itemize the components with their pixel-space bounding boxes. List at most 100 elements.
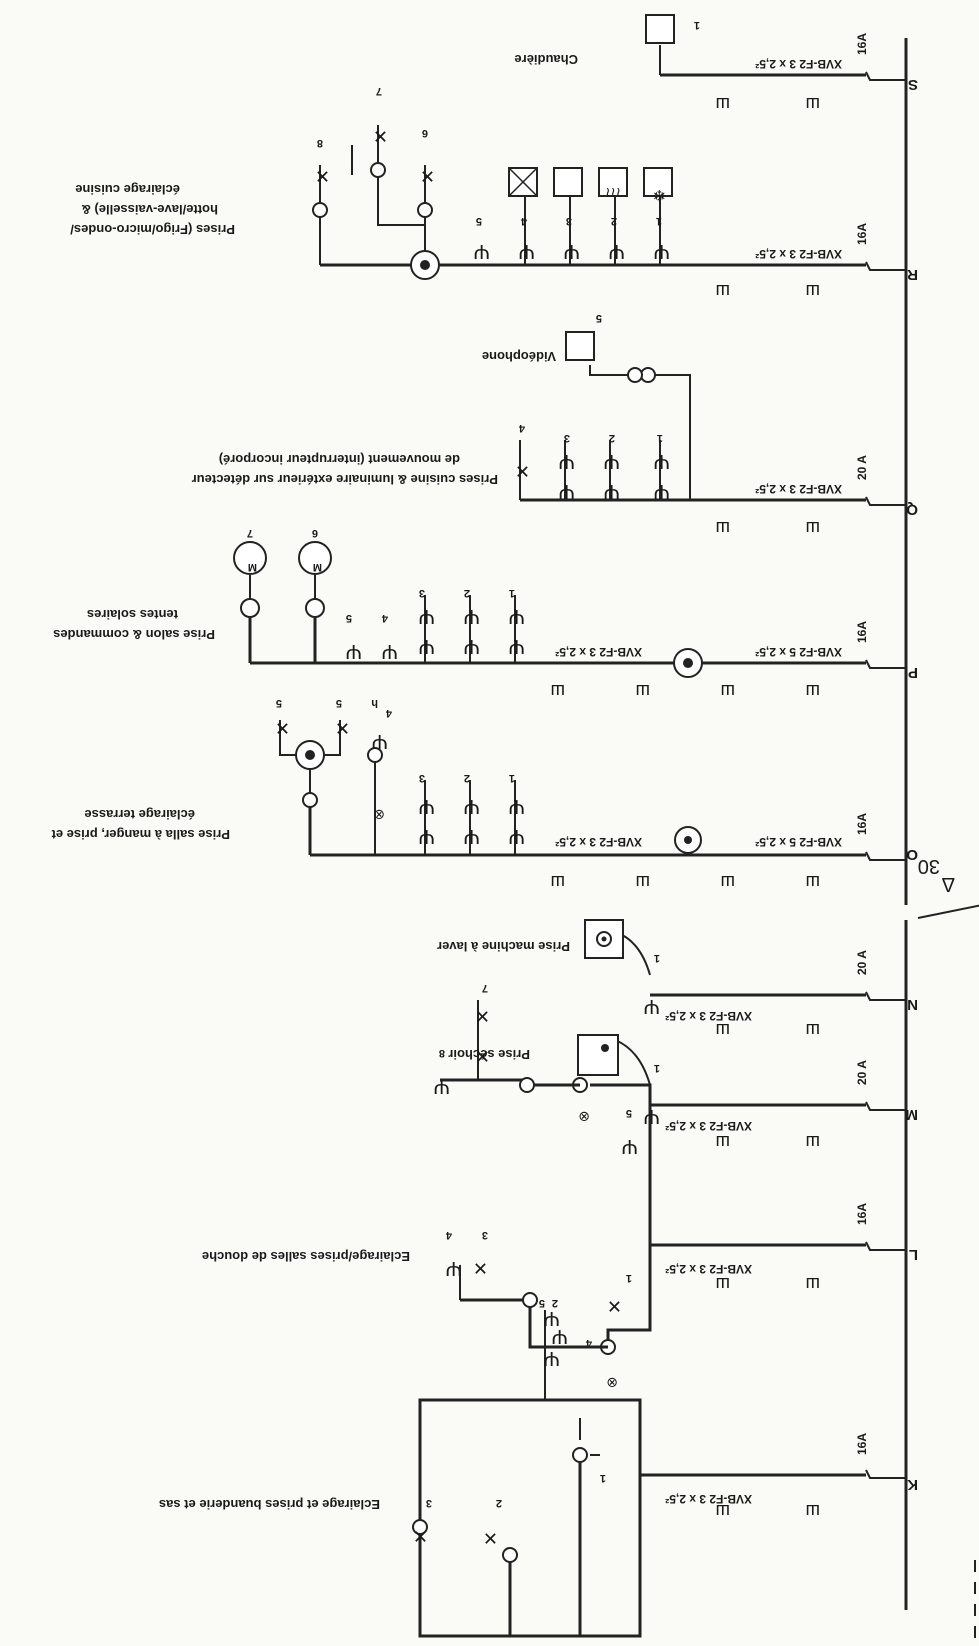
svg-text:ш: ш [636, 872, 650, 892]
circuit-S: S 16A XVB-F2 3 x 2,5² ш ш 1 Chaudière [514, 14, 918, 114]
svg-text:Ψ: Ψ [418, 635, 435, 657]
cable-N: XVB-F2 3 x 2,5² [665, 1009, 752, 1023]
desc-S: Chaudière [514, 52, 578, 67]
svg-text:ш: ш [716, 518, 730, 538]
svg-text:ш: ш [716, 94, 730, 114]
svg-text:4: 4 [585, 1337, 592, 1349]
desc-O-line2: éclairage terrasse [84, 807, 195, 822]
svg-text:⊗: ⊗ [606, 1375, 618, 1391]
svg-text:Ψ: Ψ [418, 825, 435, 847]
svg-text:2: 2 [609, 432, 615, 444]
videophone-label: Vidéophone [482, 349, 556, 364]
rcd-rating: 30 [918, 855, 940, 877]
desc-Q-line1: Prises cuisine & luminaire extérieur sur… [192, 472, 498, 487]
svg-text:Ψ: Ψ [563, 240, 580, 262]
svg-text:Ψ: Ψ [558, 450, 575, 472]
svg-text:ш: ш [806, 681, 820, 701]
svg-text:6: 6 [422, 127, 428, 139]
svg-text:Ψ: Ψ [608, 240, 625, 262]
svg-text:M: M [313, 561, 322, 573]
breaker-N: 20 A [855, 950, 869, 975]
motor-icon [298, 541, 332, 575]
svg-text:Ψ: Ψ [418, 795, 435, 817]
breaker-P: 16A [855, 621, 869, 643]
svg-text:M: M [248, 561, 257, 573]
breaker-K: 16A [855, 1433, 869, 1455]
svg-text:ш: ш [806, 518, 820, 538]
cable-O: XVB-F2 5 x 2,5² [755, 835, 842, 849]
cable-Q: XVB-F2 3 x 2,5² [755, 482, 842, 496]
svg-text:ш: ш [716, 1020, 730, 1040]
circuit-R: R 16A XVB-F2 3 x 2,5² ш ш Ψ Ψ Ψ Ψ Ψ ❄ ≀≀… [70, 85, 918, 301]
desc-R-line1: Prises (Frigo/micro-ondes/ [70, 222, 235, 237]
svg-text:Ψ: Ψ [518, 240, 535, 262]
desc-O-line1: Prise salla à manger, prise et [51, 827, 230, 842]
svg-text:Ψ: Ψ [508, 795, 525, 817]
svg-text:3: 3 [482, 1229, 488, 1241]
fridge-icon [643, 167, 673, 197]
circuit-id-Q: Q [906, 501, 918, 518]
circuit-O: O 16A XVB-F2 5 x 2,5² XVB-F2 3 x 2,5² ш … [51, 697, 918, 892]
desc-R-line2: hotte/lave-vaisselle) & [81, 202, 218, 217]
dryer-socket-icon [577, 1034, 619, 1076]
svg-text:✕: ✕ [483, 1528, 498, 1548]
svg-text:5: 5 [276, 697, 282, 709]
svg-text:Ψ: Ψ [371, 730, 388, 752]
svg-text:4: 4 [445, 1229, 452, 1241]
svg-text:✕: ✕ [373, 126, 388, 146]
desc-L: Eclairage/prises salles de douche [202, 1249, 410, 1264]
svg-text:Ψ: Ψ [463, 825, 480, 847]
videophone-icon [565, 331, 595, 361]
svg-text:3: 3 [564, 432, 570, 444]
svg-text:6: 6 [312, 527, 318, 539]
cable2-P: XVB-F2 3 x 2,5² [555, 645, 642, 659]
cable-K: XVB-F2 3 x 2,5² [665, 1492, 752, 1506]
svg-text:2: 2 [464, 772, 470, 784]
rcd-delta: Δ [942, 873, 955, 895]
svg-text:ш: ш [716, 1132, 730, 1152]
svg-text:✕: ✕ [607, 1296, 622, 1316]
svg-text:✕: ✕ [475, 1006, 490, 1026]
svg-text:2: 2 [611, 215, 617, 227]
svg-text:Ψ: Ψ [643, 995, 660, 1017]
svg-text:Ψ: Ψ [418, 605, 435, 627]
svg-text:✕: ✕ [315, 166, 330, 186]
desc-M: Prise séchoir [448, 1047, 530, 1062]
svg-text:ш: ш [551, 872, 565, 892]
svg-text:1: 1 [654, 952, 660, 964]
breaker-M: 20 A [855, 1060, 869, 1085]
svg-text:✕: ✕ [335, 718, 350, 738]
circuit-id-O: O [906, 846, 918, 863]
svg-text:✕: ✕ [275, 718, 290, 738]
breaker-S: 16A [855, 33, 869, 55]
svg-text:1: 1 [600, 1472, 606, 1484]
svg-text:ш: ш [806, 872, 820, 892]
rcd-switch [917, 904, 979, 919]
svg-text:✕: ✕ [413, 1526, 428, 1546]
circuit-id-N: N [907, 996, 918, 1013]
circuit-id-L: L [909, 1246, 918, 1263]
svg-text:7: 7 [482, 982, 488, 994]
svg-text:Ψ: Ψ [508, 605, 525, 627]
svg-text:⊗: ⊗ [578, 1109, 590, 1125]
svg-text:Ψ: Ψ [621, 1135, 638, 1157]
svg-text:5: 5 [476, 215, 482, 227]
svg-text:5: 5 [596, 312, 602, 324]
svg-text:ш: ш [716, 281, 730, 301]
svg-text:1: 1 [654, 1062, 660, 1074]
svg-text:≀≀≀: ≀≀≀ [605, 185, 621, 201]
svg-text:3: 3 [419, 772, 425, 784]
svg-text:ш: ш [806, 1132, 820, 1152]
cable2-O: XVB-F2 3 x 2,5² [555, 835, 642, 849]
svg-text:✕: ✕ [475, 1046, 490, 1066]
desc-R-line3: éclairage cuisine [75, 182, 180, 197]
svg-text:7: 7 [376, 85, 382, 97]
svg-text:Ψ: Ψ [551, 1325, 568, 1347]
svg-text:ш: ш [806, 1274, 820, 1294]
svg-text:Ψ: Ψ [653, 240, 670, 262]
svg-text:1: 1 [509, 587, 515, 599]
svg-text:1: 1 [694, 19, 700, 31]
cable-P: XVB-F2 5 x 2,5² [755, 645, 842, 659]
boiler-icon [645, 14, 675, 44]
